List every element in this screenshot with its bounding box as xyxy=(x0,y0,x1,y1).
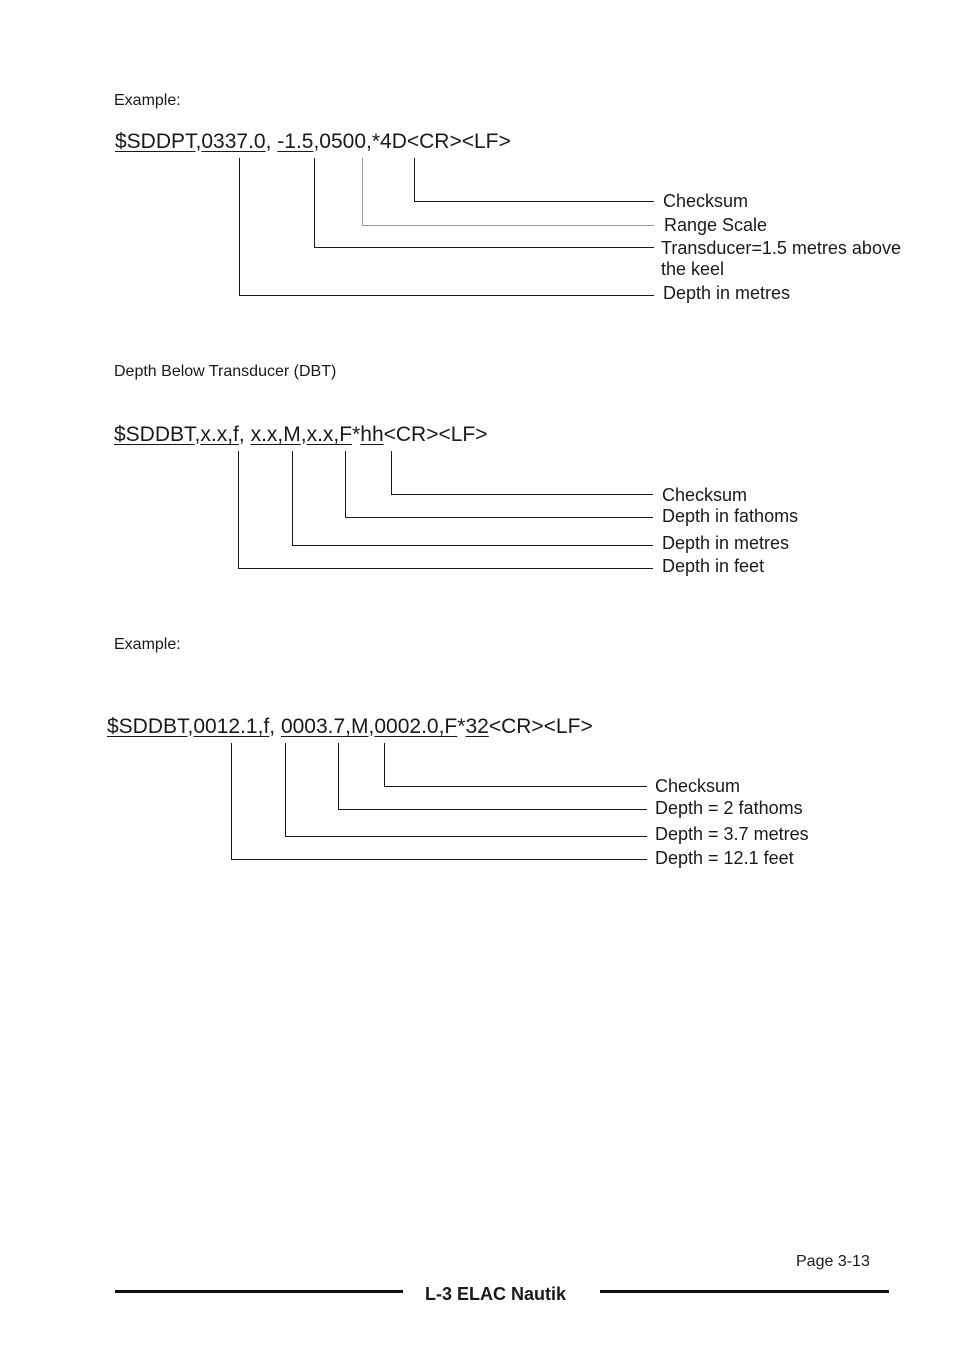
example-heading: Example: xyxy=(114,92,181,109)
dbt-example-sentence: $SDDBT,0012.1,f, 0003.7,M,0002.0,F*32<CR… xyxy=(107,715,593,739)
connector-checksum-h xyxy=(384,786,647,787)
label-fathoms: Depth = 2 fathoms xyxy=(655,798,803,818)
example-heading: Example: xyxy=(114,636,181,653)
label-depth-metres: Depth in metres xyxy=(662,533,790,553)
page-number: Page 3-13 xyxy=(796,1253,870,1270)
sentence-field: x.x,M xyxy=(250,423,301,446)
connector-fathoms-h xyxy=(345,517,653,518)
sentence-field: x.x,f xyxy=(200,423,239,446)
sentence-field: , xyxy=(195,130,202,153)
connector-checksum-h xyxy=(414,201,654,202)
connector-metres-h xyxy=(292,545,653,546)
footer-brand: L-3 ELAC Nautik xyxy=(425,1284,567,1304)
sentence-field: $SDDBT xyxy=(107,715,188,738)
sentence-field: , xyxy=(265,130,278,153)
label-metres: Depth = 3.7 metres xyxy=(655,824,809,844)
connector-fathoms xyxy=(338,743,339,810)
connector-feet xyxy=(238,451,239,569)
sentence-field: x.x,F xyxy=(306,423,353,446)
connector-checksum xyxy=(414,158,415,201)
connector-checksum xyxy=(391,451,392,495)
connector-feet xyxy=(231,743,232,860)
connector-fathoms xyxy=(345,451,346,518)
dbt-heading: Depth Below Transducer (DBT) xyxy=(114,363,337,380)
sentence-field: , xyxy=(187,715,194,738)
connector-metres xyxy=(292,451,293,546)
label-checksum: Checksum xyxy=(663,191,749,211)
connector-checksum-h xyxy=(391,494,653,495)
connector-metres-h xyxy=(285,836,647,837)
label-checksum: Checksum xyxy=(655,776,741,796)
sentence-field: , xyxy=(368,715,375,738)
connector-transducer-h xyxy=(314,247,654,248)
sentence-field: hh xyxy=(360,423,384,446)
connector-metres xyxy=(285,743,286,837)
label-depth-metres: Depth in metres xyxy=(663,283,791,303)
sentence-field: , xyxy=(300,423,307,446)
connector-range-scale xyxy=(362,158,363,225)
sentence-field: , xyxy=(269,715,281,738)
connector-feet-h xyxy=(231,859,647,860)
label-depth-fathoms: Depth in fathoms xyxy=(662,506,799,526)
label-transducer-cont: the keel xyxy=(661,259,725,279)
sentence-field: , xyxy=(194,423,201,446)
footer-rule-left xyxy=(115,1290,403,1293)
connector-feet-h xyxy=(238,568,653,569)
connector-checksum xyxy=(384,743,385,787)
sentence-field: 0003.7,M xyxy=(280,715,369,738)
sentence-field: ,0500,*4D<CR><LF> xyxy=(313,130,511,153)
sentence-field: 0337.0 xyxy=(201,130,266,153)
label-range-scale: Range Scale xyxy=(664,215,768,235)
connector-fathoms-h xyxy=(338,809,647,810)
sentence-field: <CR><LF> xyxy=(383,423,488,446)
sentence-field: 0002.0,F xyxy=(374,715,458,738)
dbt-format-sentence: $SDDBT,x.x,f, x.x,M,x.x,F*hh<CR><LF> xyxy=(114,423,488,447)
sentence-field: * xyxy=(457,715,466,738)
connector-range-scale-h xyxy=(362,225,654,226)
sentence-field: $SDDBT xyxy=(114,423,195,446)
sentence-field: * xyxy=(352,423,361,446)
sentence-field: 32 xyxy=(465,715,489,738)
dpt-example-sentence: $SDDPT,0337.0, -1.5,0500,*4D<CR><LF> xyxy=(115,130,511,154)
sentence-field: -1.5 xyxy=(277,130,314,153)
sentence-field: $SDDPT xyxy=(115,130,196,153)
footer-rule-right xyxy=(600,1290,889,1293)
label-checksum: Checksum xyxy=(662,485,748,505)
sentence-field: , xyxy=(238,423,251,446)
sentence-field: 0012.1,f xyxy=(193,715,270,738)
connector-transducer xyxy=(314,158,315,247)
connector-depth xyxy=(239,158,240,296)
label-depth-feet: Depth in feet xyxy=(662,556,765,576)
label-transducer: Transducer=1.5 metres above xyxy=(661,238,901,258)
label-feet: Depth = 12.1 feet xyxy=(655,848,794,868)
sentence-field: <CR><LF> xyxy=(488,715,593,738)
connector-depth-h xyxy=(239,295,654,296)
